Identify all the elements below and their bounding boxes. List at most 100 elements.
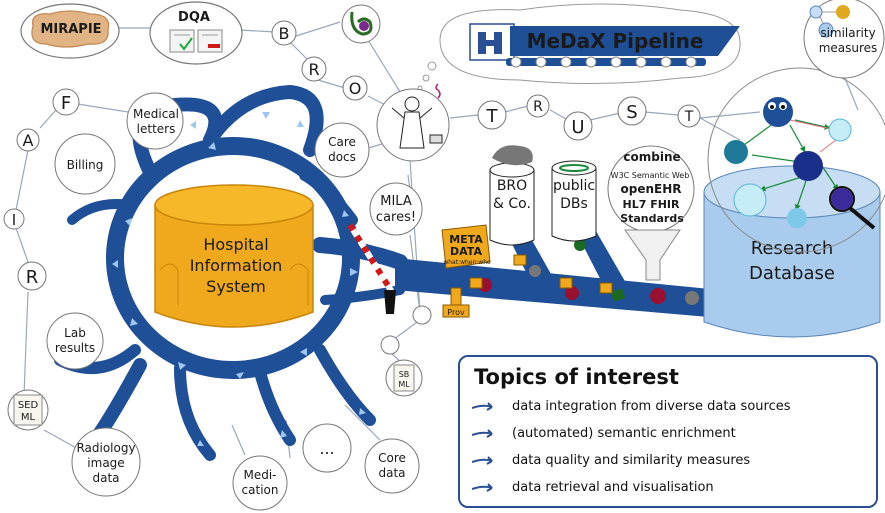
topic-label: data retrieval and visualisation xyxy=(512,480,714,495)
letter-a: A xyxy=(23,131,34,150)
svg-text:...: ... xyxy=(319,439,334,458)
svg-text:combine: combine xyxy=(623,150,680,164)
radiology-bubble: Radiology image data xyxy=(71,427,141,497)
letter-r2: R xyxy=(533,99,543,115)
topic-label: data quality and similarity measures xyxy=(512,453,751,468)
metadata-flag: META DATA what:when:who xyxy=(441,224,491,269)
svg-text:DBs: DBs xyxy=(560,196,588,212)
pipeline-conveyor xyxy=(347,210,720,318)
topic-item: data integration from diverse data sourc… xyxy=(472,393,864,420)
data-item xyxy=(650,288,666,304)
letter-i: I xyxy=(12,211,16,229)
svg-text:ML: ML xyxy=(21,412,36,423)
svg-text:cation: cation xyxy=(242,483,279,497)
pipeline-cloud: MeDaX Pipeline xyxy=(417,3,741,91)
svg-text:HL7 FHIR: HL7 FHIR xyxy=(623,198,681,211)
svg-text:Database: Database xyxy=(749,263,835,284)
svg-text:cares!: cares! xyxy=(376,210,416,225)
svg-text:SB: SB xyxy=(399,370,410,379)
data-item xyxy=(529,265,541,277)
topics-title: Topics of interest xyxy=(474,365,679,389)
small-node xyxy=(412,305,432,325)
letter-u: U xyxy=(571,117,584,138)
bro-database: BRO & Co. xyxy=(489,145,535,246)
mirapie-label: MIRAPIE xyxy=(40,22,101,37)
svg-text:META: META xyxy=(449,233,483,246)
lab-results-bubble: Lab results xyxy=(46,312,104,370)
medication-bubble: Medi- cation xyxy=(232,455,288,511)
svg-text:Care: Care xyxy=(328,135,356,149)
care-docs-bubble: Care docs xyxy=(314,122,370,178)
letter-s: S xyxy=(626,102,637,123)
connector-lines xyxy=(15,21,859,459)
svg-text:letters: letters xyxy=(137,122,176,136)
svg-text:what:when:who: what:when:who xyxy=(443,259,491,266)
topic-label: (automated) semantic enrichment xyxy=(512,426,736,441)
arrow-right-icon xyxy=(472,428,493,438)
his-line-2: Information xyxy=(190,256,283,275)
prov-stamp: Prov xyxy=(442,287,470,318)
similarity-measures-bubble: similarity measures xyxy=(803,0,885,79)
svg-text:similarity: similarity xyxy=(820,26,875,40)
medical-letters-bubble: Medical letters xyxy=(126,92,184,150)
topic-label: data integration from diverse data sourc… xyxy=(512,399,791,414)
data-item xyxy=(685,291,699,305)
sedml-file: SED ML xyxy=(7,389,49,431)
public-dbs: public DBs xyxy=(551,160,597,242)
topic-item: (automated) semantic enrichment xyxy=(472,420,864,447)
svg-text:public: public xyxy=(553,178,595,194)
arrow-right-icon xyxy=(472,455,493,465)
svg-text:SED: SED xyxy=(18,400,39,411)
error-mark-icon xyxy=(208,44,220,48)
barrier-gate xyxy=(347,223,396,314)
svg-text:Billing: Billing xyxy=(67,158,104,172)
microbe-icon xyxy=(341,4,381,44)
topics-panel: Topics of interest data integration from… xyxy=(458,355,878,508)
his-line-3: System xyxy=(206,277,266,296)
knowledge-graph xyxy=(707,67,885,253)
dqa-label: DQA xyxy=(178,10,210,25)
river-flow-arrows xyxy=(73,110,366,446)
his-line-1: Hospital xyxy=(203,235,268,254)
core-data-bubble: Core data xyxy=(364,438,420,494)
svg-text:Medi-: Medi- xyxy=(243,468,276,482)
magnifier-icon xyxy=(829,186,876,230)
svg-text:Medical: Medical xyxy=(133,107,179,121)
hospital-information-system: Hospital Information System xyxy=(154,184,314,328)
svg-text:measures: measures xyxy=(819,41,878,55)
letter-r1: R xyxy=(308,60,319,79)
svg-text:data: data xyxy=(378,466,405,480)
data-item xyxy=(565,286,579,300)
svg-text:Lab: Lab xyxy=(64,326,86,340)
dqa-badge: DQA xyxy=(149,1,243,65)
arrow-right-icon xyxy=(472,401,493,411)
svg-text:Research: Research xyxy=(751,238,834,259)
svg-text:W3C Semantic Web: W3C Semantic Web xyxy=(611,171,690,180)
svg-text:image: image xyxy=(87,456,124,470)
svg-text:& Co.: & Co. xyxy=(493,196,531,212)
letter-r: R xyxy=(26,267,39,288)
svg-text:ML: ML xyxy=(398,380,410,389)
ellipsis-bubble: ... xyxy=(302,423,352,473)
billing-bubble: Billing xyxy=(54,133,116,195)
letter-f: F xyxy=(61,93,71,114)
letter-b: B xyxy=(279,24,290,43)
svg-text:docs: docs xyxy=(328,150,356,164)
svg-text:data: data xyxy=(92,471,119,485)
data-item xyxy=(574,239,586,251)
topic-item: data quality and similarity measures xyxy=(472,447,864,474)
fair-letters: F A I R xyxy=(3,88,80,291)
mirapie-badge: MIRAPIE xyxy=(20,3,120,59)
svg-text:BRO: BRO xyxy=(497,178,527,194)
data-item xyxy=(610,288,626,302)
scientist-bubble xyxy=(376,83,450,162)
svg-text:results: results xyxy=(55,341,95,355)
svg-text:Core: Core xyxy=(378,451,406,465)
letter-t1: T xyxy=(486,106,499,127)
brotrust-letters: B R O T R U S T xyxy=(271,20,701,141)
svg-text:MILA: MILA xyxy=(380,194,412,209)
check-icon xyxy=(179,37,193,51)
sbml-file: SB ML xyxy=(385,359,423,397)
svg-text:DATA: DATA xyxy=(450,245,482,258)
